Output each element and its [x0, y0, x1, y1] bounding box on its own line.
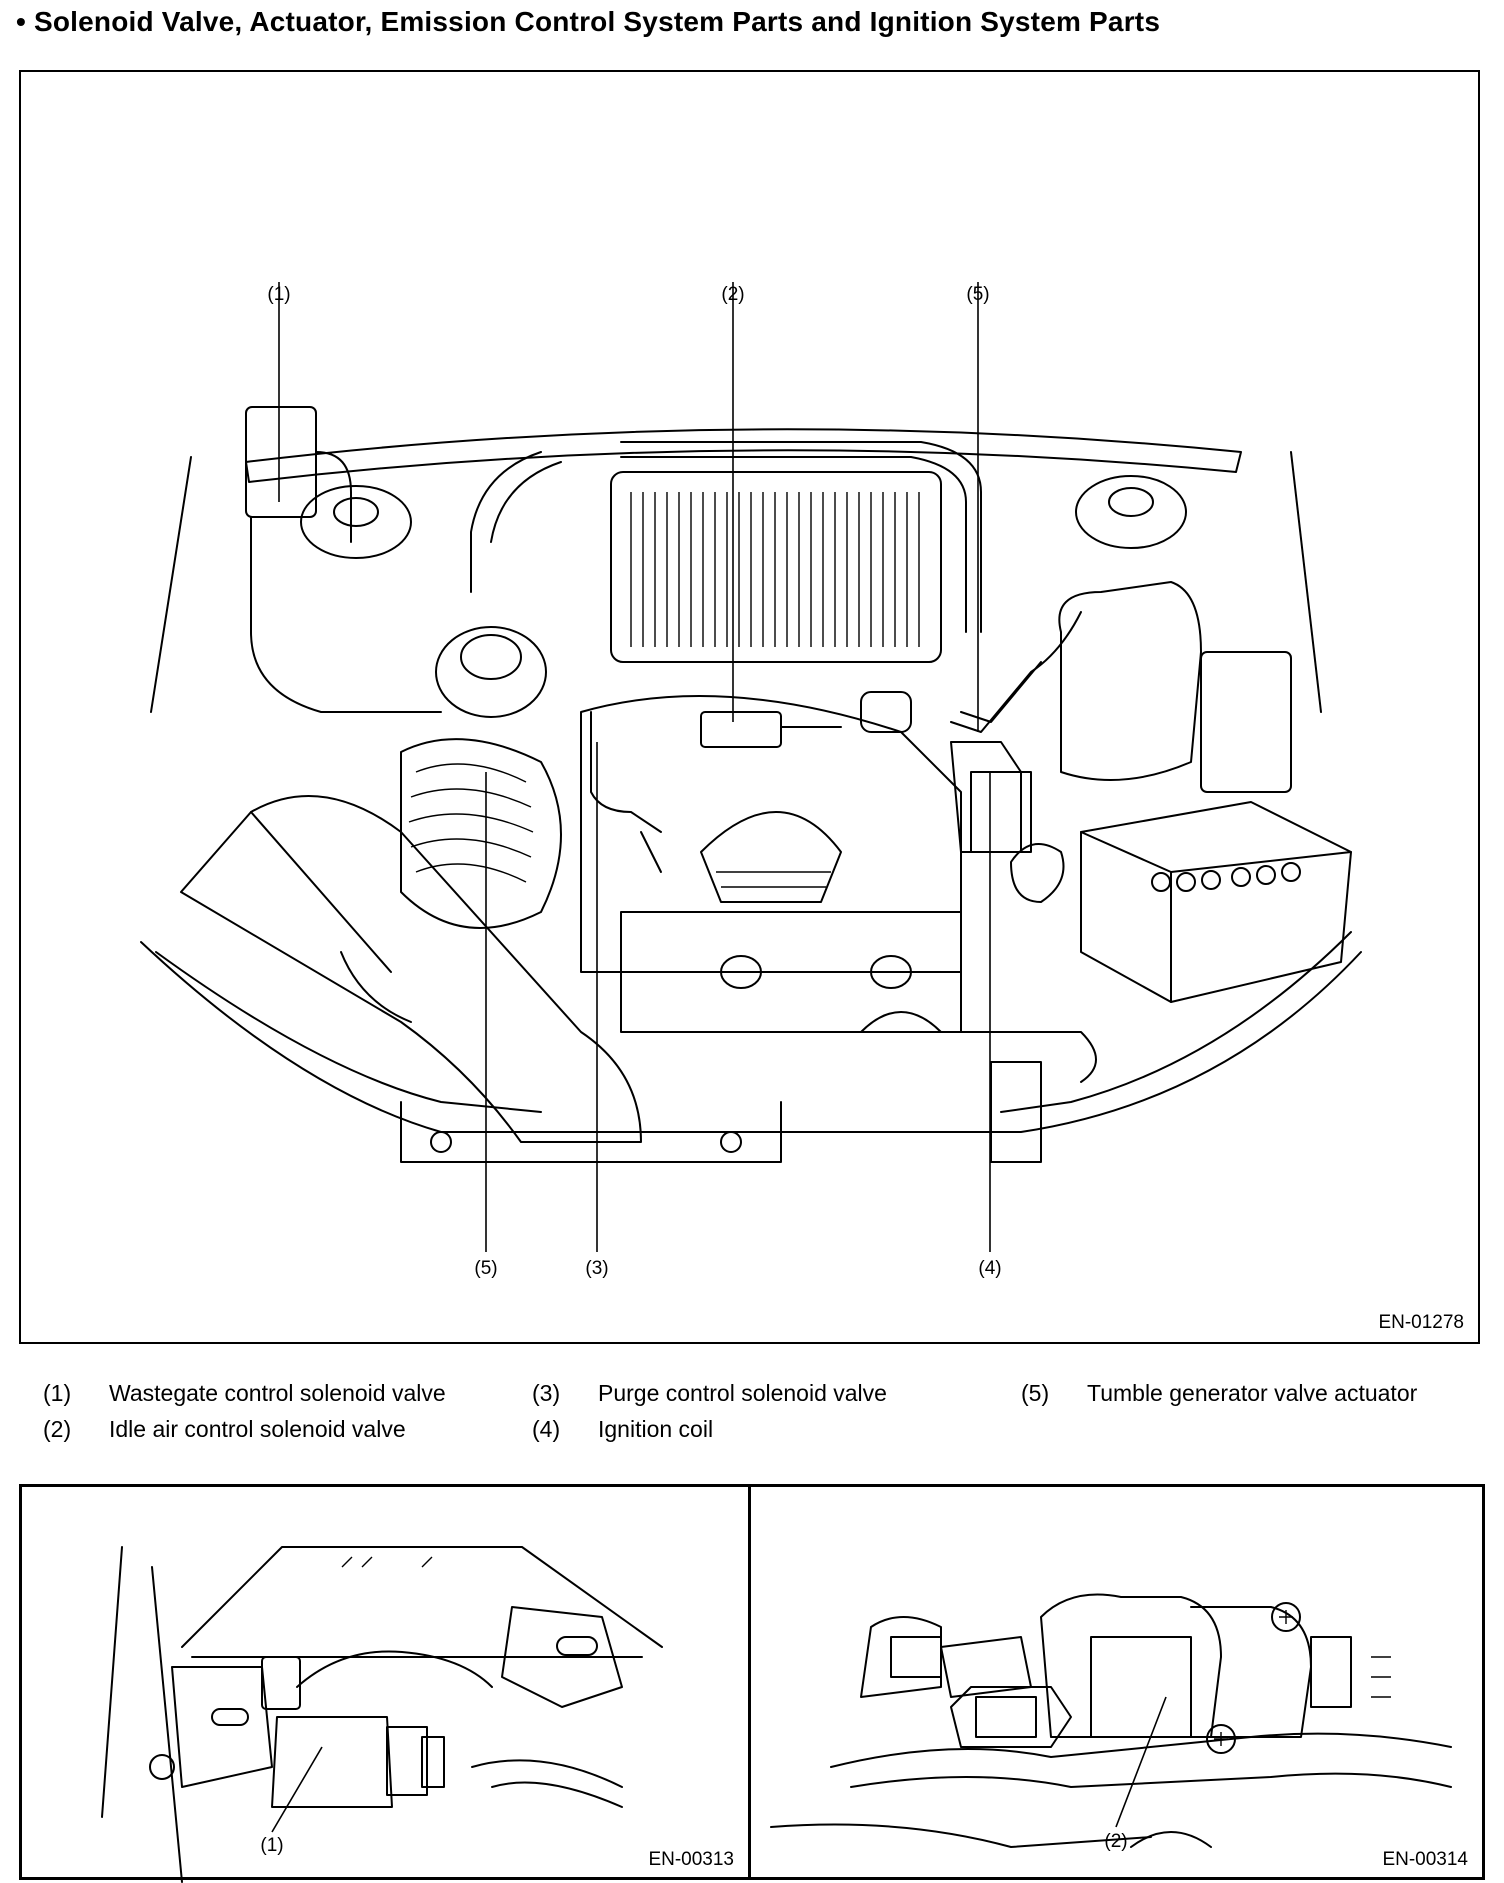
page-title: • Solenoid Valve, Actuator, Emission Con…: [16, 6, 1161, 37]
legend-label-2: Idle air control solenoid valve: [109, 1416, 406, 1442]
legend-num-5: (5): [1021, 1380, 1050, 1406]
figure-code: EN-01278: [1378, 1312, 1464, 1333]
legend-num-2: (2): [43, 1416, 72, 1442]
legend-label-5: Tumble generator valve actuator: [1087, 1380, 1418, 1406]
legend-label-1: Wastegate control solenoid valve: [109, 1380, 446, 1406]
callout-bottom-4: (4): [978, 1258, 1002, 1279]
callout-bottom-5: (5): [474, 1258, 498, 1279]
callout-top-5: (5): [966, 284, 990, 305]
callout-top-2: (2): [721, 284, 745, 305]
detail-figure-idle-air: (2) EN-00314: [751, 1484, 1485, 1880]
detail-figure-wastegate: (1) EN-00313: [19, 1484, 751, 1883]
callout-top-1: (1): [267, 284, 291, 305]
legend-label-3: Purge control solenoid valve: [598, 1380, 887, 1406]
detail-left-callout: (1): [260, 1835, 284, 1856]
engine-bay-figure: (1) (2) (5) (5) (3) (4) EN-01278: [19, 70, 1480, 1344]
engine-bay-drawing: [140, 282, 1362, 1252]
legend-num-4: (4): [532, 1416, 561, 1442]
detail-right-code: EN-00314: [1382, 1849, 1468, 1870]
legend-num-3: (3): [532, 1380, 561, 1406]
detail-right-callout: (2): [1104, 1831, 1128, 1852]
legend-label-4: Ignition coil: [598, 1416, 714, 1442]
wastegate-detail-drawing: [101, 1546, 663, 1883]
idle-air-detail-drawing: [770, 1593, 1452, 1848]
legend-num-1: (1): [43, 1380, 72, 1406]
detail-left-code: EN-00313: [648, 1849, 734, 1870]
callout-bottom-3: (3): [585, 1258, 609, 1279]
